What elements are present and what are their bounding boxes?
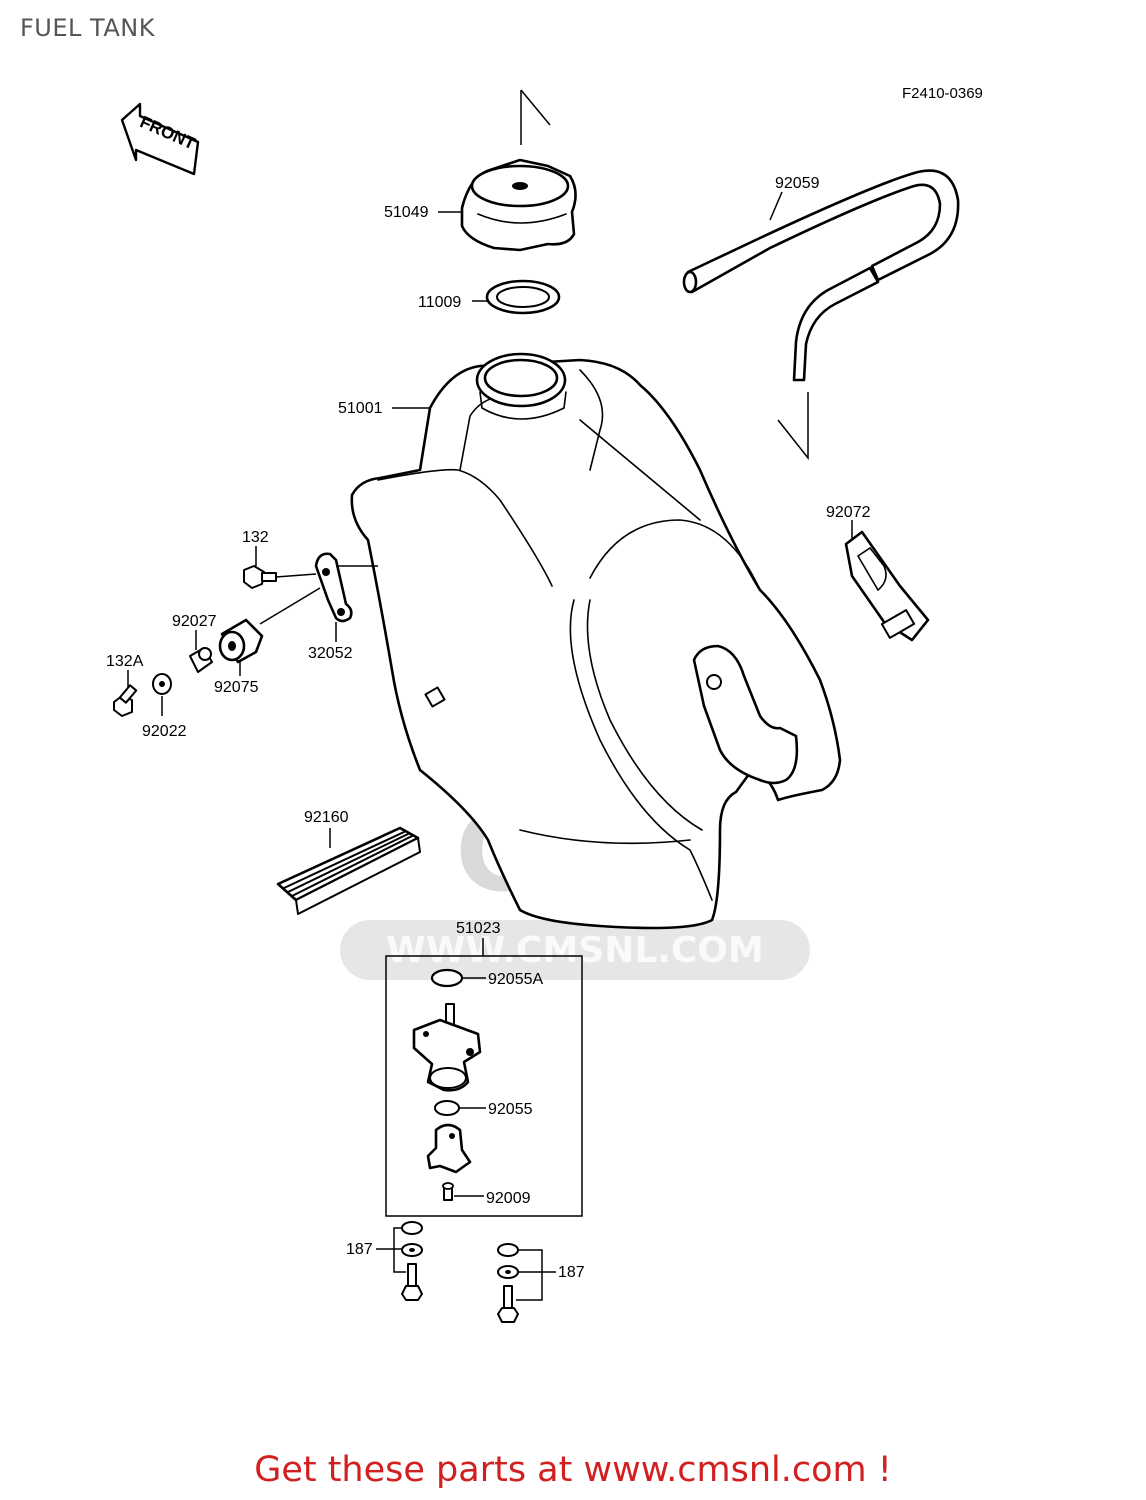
label-92009: 92009: [486, 1190, 531, 1207]
label-187-right: 187: [558, 1264, 585, 1281]
label-92027: 92027: [172, 613, 217, 630]
bolt-set-187-left-icon: [401, 1221, 423, 1301]
label-92055a: 92055A: [488, 971, 543, 988]
label-92059: 92059: [775, 175, 820, 192]
bracket-icon: [314, 552, 353, 623]
watermark-url: WWW.CMSNL.COM: [386, 930, 764, 971]
tank-band-icon: [844, 530, 930, 642]
oring-92055-icon: [434, 1100, 460, 1116]
filler-cap-icon: [460, 158, 577, 252]
label-51023: 51023: [456, 920, 501, 937]
label-92055: 92055: [488, 1101, 533, 1118]
label-187-left: 187: [346, 1241, 373, 1258]
diagram-code: F2410-0369: [902, 85, 983, 102]
label-92072: 92072: [826, 504, 871, 521]
bolt-set-187-right-icon: [497, 1243, 519, 1323]
front-arrow-icon: FRONT: [120, 102, 200, 176]
label-92022: 92022: [142, 723, 187, 740]
label-92160: 92160: [304, 809, 349, 826]
fuel-cock-icon: [412, 1003, 482, 1092]
collar-92027-icon: [189, 647, 213, 673]
washer-icon: [152, 673, 172, 695]
label-92075: 92075: [214, 679, 259, 696]
fuel-cock-box: [385, 955, 583, 1217]
label-51001: 51001: [338, 400, 383, 417]
label-132: 132: [242, 529, 269, 546]
damper-icon: [218, 618, 264, 664]
label-32052: 32052: [308, 645, 353, 662]
label-51049: 51049: [384, 204, 429, 221]
direction-tick-top: [520, 89, 551, 126]
footer-link[interactable]: Get these parts at www.cmsnl.com !: [254, 1450, 892, 1490]
oring-92055a-icon: [430, 968, 464, 988]
fuel-tank-icon: [350, 352, 842, 930]
pad-icon: [276, 826, 421, 915]
label-11009: 11009: [418, 294, 461, 311]
bolt-132a-icon: [113, 684, 138, 717]
fuel-strainer-icon: [426, 1123, 472, 1174]
direction-line-right: [777, 392, 809, 461]
screw-92009-icon: [442, 1182, 454, 1201]
bolt-132-icon: [243, 565, 277, 589]
breather-hose-icon: [682, 169, 960, 382]
page-title: FUEL TANK: [20, 14, 155, 42]
label-132a: 132A: [106, 653, 144, 670]
